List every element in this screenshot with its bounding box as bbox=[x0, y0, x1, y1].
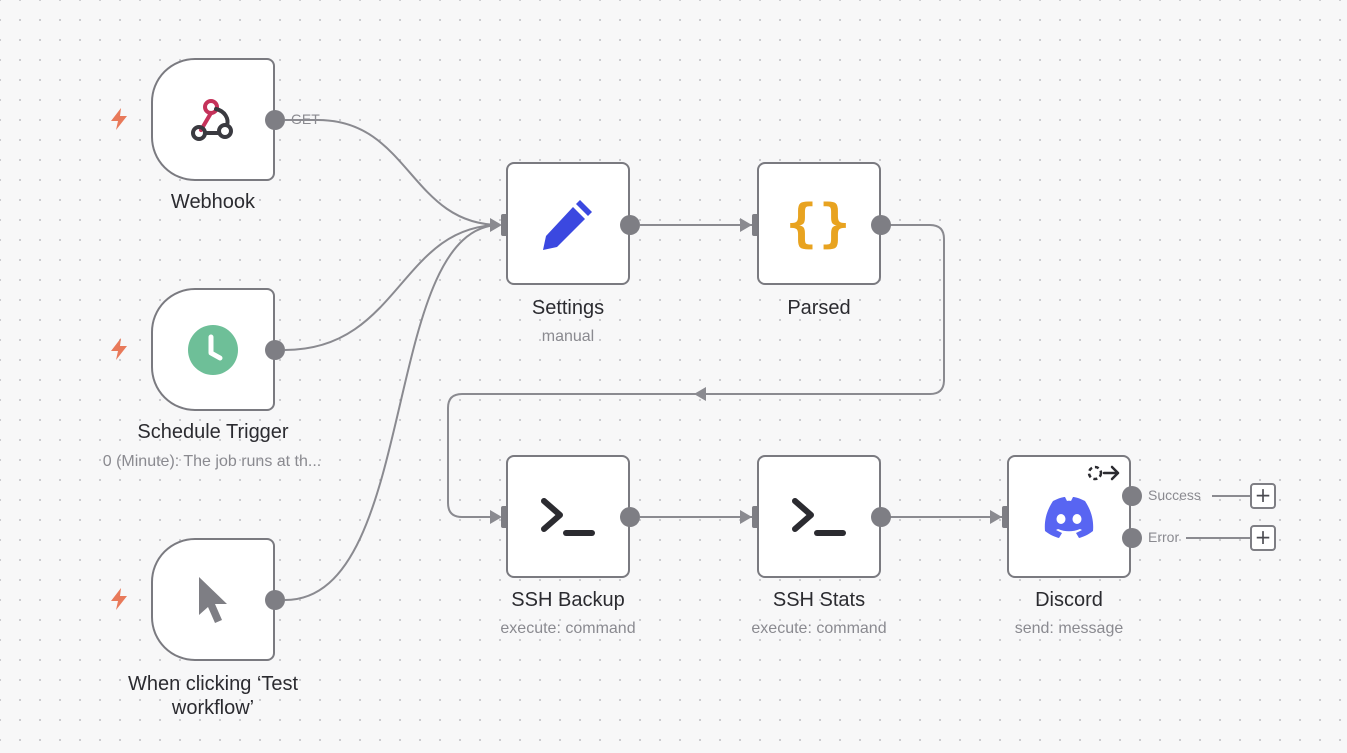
discord-node[interactable] bbox=[1007, 455, 1131, 578]
ssh-stats-node[interactable] bbox=[757, 455, 881, 578]
parsed-node-label: Parsed bbox=[787, 297, 851, 319]
add-node-error-button[interactable]: + bbox=[1250, 525, 1276, 551]
ssh-stats-subtitle: execute: command bbox=[751, 620, 887, 637]
ssh-stats-output-handle[interactable] bbox=[871, 507, 891, 527]
settings-node-label: Settings bbox=[531, 297, 605, 319]
curly-braces-icon: {} bbox=[785, 193, 853, 254]
clock-icon bbox=[188, 324, 238, 375]
lightning-bolt-icon bbox=[111, 338, 127, 360]
parsed-output-handle[interactable] bbox=[871, 215, 891, 235]
edge-schedule-to-settings[interactable] bbox=[284, 224, 501, 351]
discord-error-label: Error bbox=[1148, 529, 1180, 545]
pencil-icon bbox=[543, 199, 592, 250]
webhook-node-label: Webhook bbox=[170, 191, 256, 213]
ssh-stats-label: SSH Stats bbox=[772, 589, 866, 611]
webhook-output-handle[interactable] bbox=[265, 110, 285, 130]
schedule-trigger-label: Schedule Trigger bbox=[137, 421, 289, 443]
lightning-bolt-icon bbox=[111, 108, 127, 130]
settings-node-subtitle: manual bbox=[541, 328, 595, 345]
discord-icon bbox=[1044, 496, 1094, 538]
discord-node-subtitle: send: message bbox=[1014, 620, 1124, 637]
ssh-backup-subtitle: execute: command bbox=[500, 620, 636, 637]
parsed-node[interactable]: {} bbox=[757, 162, 881, 285]
terminal-icon bbox=[792, 497, 846, 536]
terminal-icon bbox=[541, 497, 595, 536]
webhook-icon bbox=[191, 98, 233, 141]
discord-node-label: Discord bbox=[1035, 589, 1103, 611]
ssh-backup-label: SSH Backup bbox=[511, 589, 625, 611]
webhook-node[interactable] bbox=[151, 58, 275, 181]
discord-success-label: Success bbox=[1148, 487, 1201, 503]
settings-node[interactable] bbox=[506, 162, 630, 285]
edge-manual-to-settings[interactable] bbox=[284, 224, 501, 601]
manual-output-handle[interactable] bbox=[265, 590, 285, 610]
discord-success-handle[interactable] bbox=[1122, 486, 1142, 506]
manual-trigger-label: When clicking ‘Test workflow’ bbox=[127, 673, 299, 719]
ssh-backup-output-handle[interactable] bbox=[620, 507, 640, 527]
retry-arrow-icon bbox=[1087, 465, 1120, 481]
cursor-icon bbox=[199, 576, 227, 623]
schedule-trigger-node[interactable] bbox=[151, 288, 275, 411]
lightning-bolt-icon bbox=[111, 588, 127, 610]
discord-error-handle[interactable] bbox=[1122, 528, 1142, 548]
add-node-success-button[interactable]: + bbox=[1250, 483, 1276, 509]
manual-trigger-node[interactable] bbox=[151, 538, 275, 661]
webhook-get-label: GET bbox=[291, 111, 320, 127]
settings-output-handle[interactable] bbox=[620, 215, 640, 235]
ssh-backup-node[interactable] bbox=[506, 455, 630, 578]
schedule-trigger-subtitle: 0 (Minute): The job runs at th... bbox=[102, 453, 322, 470]
edge-webhook-to-settings[interactable] bbox=[285, 119, 501, 226]
schedule-output-handle[interactable] bbox=[265, 340, 285, 360]
